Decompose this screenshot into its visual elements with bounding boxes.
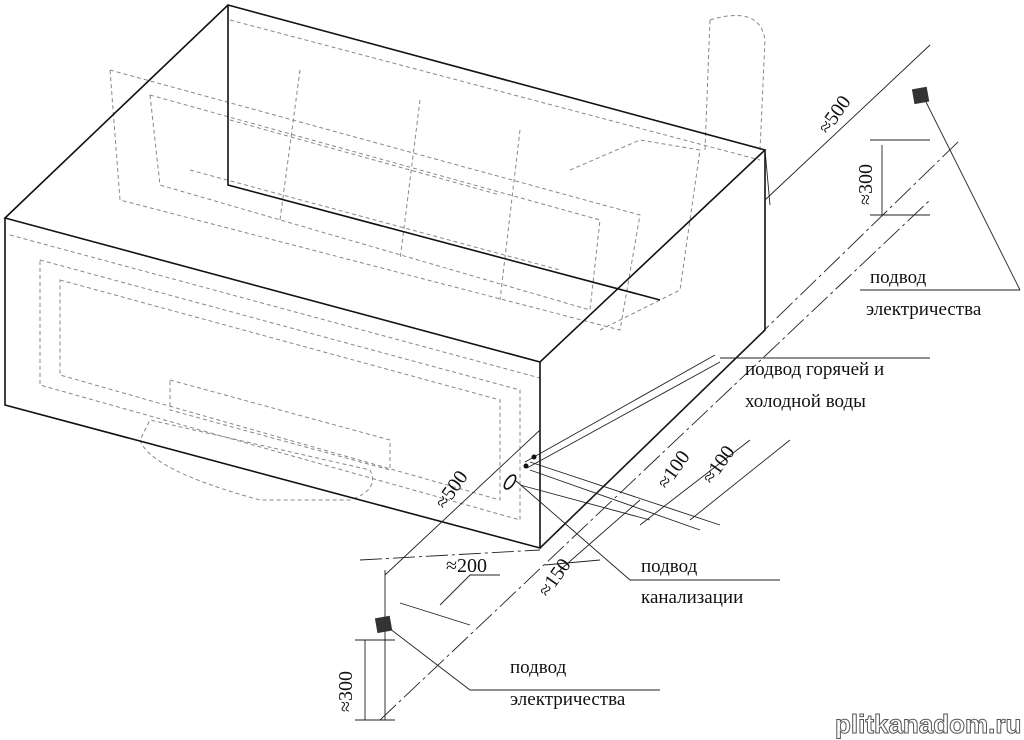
axis-lines [359,139,961,721]
dimension-bottom-300: ≈300 [335,671,357,712]
water-pipe-icon [531,454,537,460]
label-electric-top-2: электричества [866,299,982,320]
label-sewer-1: подвод [641,556,698,577]
dimension-lines [355,44,1021,721]
label-water-1: подвод горячей и [745,359,884,380]
label-electric-bottom-2: электричества [510,689,626,710]
electric-socket-icon-bottom [374,615,393,634]
watermark: plitkanadom.ru [835,709,1021,739]
label-electric-top-1: подвод [870,267,927,288]
dimension-pipe-100-a: ≈100 [653,447,695,493]
dimension-offset-200: ≈200 [446,555,487,577]
dimension-top-300: ≈300 [855,164,877,205]
label-water-2: холодной воды [745,391,866,412]
bathtub-hidden-lines [9,15,766,521]
label-electric-bottom-1: подвод [510,657,567,678]
water-pipe-icon [523,463,529,469]
label-sewer-2: канализации [641,587,743,608]
dimension-front-500: ≈500 [431,467,473,513]
outlet-markers [374,86,930,634]
dimension-top-500: ≈500 [814,92,856,138]
electric-socket-icon-top [911,86,930,105]
dimension-pipe-100-b: ≈100 [698,442,740,488]
bathtub-box-outline [3,4,767,550]
drain-icon [503,474,517,490]
